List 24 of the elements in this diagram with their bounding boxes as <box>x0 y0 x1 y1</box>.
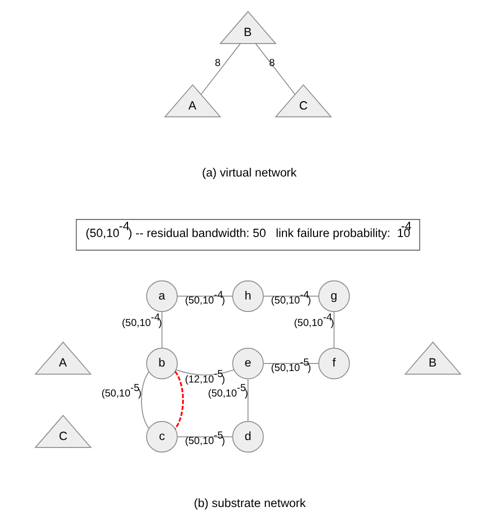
connector <box>161 311 162 349</box>
node-circle: b <box>146 348 178 380</box>
edge-label: 8 <box>268 58 274 69</box>
node-circle: a <box>146 280 178 312</box>
connector <box>247 378 248 422</box>
connector <box>200 43 240 95</box>
connector <box>140 371 149 429</box>
node-circle: c <box>146 421 178 453</box>
node-circle: d <box>232 421 264 453</box>
connector <box>262 363 319 364</box>
node-circle: e <box>232 348 264 380</box>
edge-label: 8 <box>214 58 220 69</box>
connector <box>175 369 234 376</box>
node-circle: h <box>232 280 264 312</box>
label: (a) virtual network <box>201 166 296 180</box>
node-circle: f <box>318 348 350 380</box>
connector <box>333 311 334 349</box>
connector <box>176 436 232 438</box>
connector <box>176 296 232 297</box>
connector <box>254 43 295 95</box>
label: (b) substrate network <box>193 496 306 510</box>
connector <box>262 296 319 297</box>
connector <box>174 371 184 430</box>
node-circle: g <box>318 280 350 312</box>
